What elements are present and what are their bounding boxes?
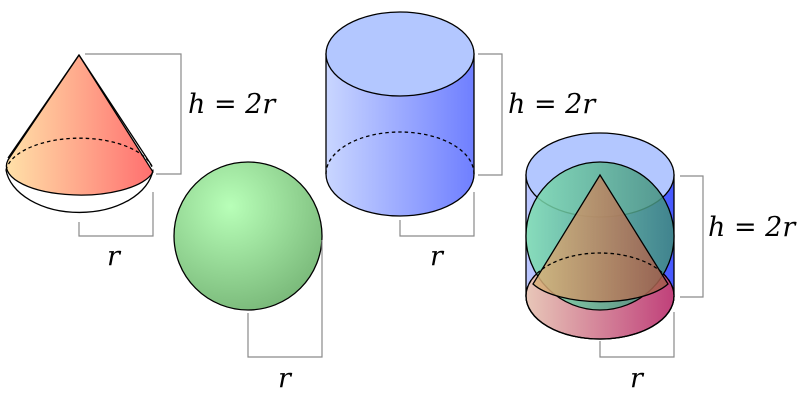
combined-base-back-edge [525, 252, 675, 297]
cylinder-radius-bracket [399, 192, 475, 237]
combined-radius-label: r [630, 363, 645, 394]
cone-radius-bracket [78, 192, 154, 237]
cylinder-height-label: h = 2r [508, 89, 597, 120]
cone-height-bracket [85, 53, 182, 175]
cone-radius-label: r [107, 241, 122, 272]
combined-base-front-edge [525, 295, 675, 340]
cylinder-body [325, 53, 475, 217]
combined-cone [532, 173, 669, 303]
cylinder [325, 11, 475, 217]
sphere [173, 161, 323, 311]
combined-height-bracket [680, 175, 704, 298]
cone-body [5, 53, 154, 196]
cone [5, 53, 154, 214]
sphere-radius-bracket [247, 240, 323, 358]
combined-radius-bracket [599, 312, 675, 358]
sphere-radius-label: r [278, 363, 293, 394]
cylinder-radius-label: r [430, 241, 445, 272]
cone-base-front-edge [5, 169, 154, 214]
cone-height-label: h = 2r [188, 89, 277, 120]
combined-height-label: h = 2r [708, 212, 797, 243]
cylinder-height-bracket [478, 53, 503, 176]
cylinder-top [325, 11, 475, 97]
cone-base-back-edge [5, 137, 154, 171]
cylinder-base-back-edge [325, 131, 475, 175]
combined-solids [525, 132, 675, 340]
